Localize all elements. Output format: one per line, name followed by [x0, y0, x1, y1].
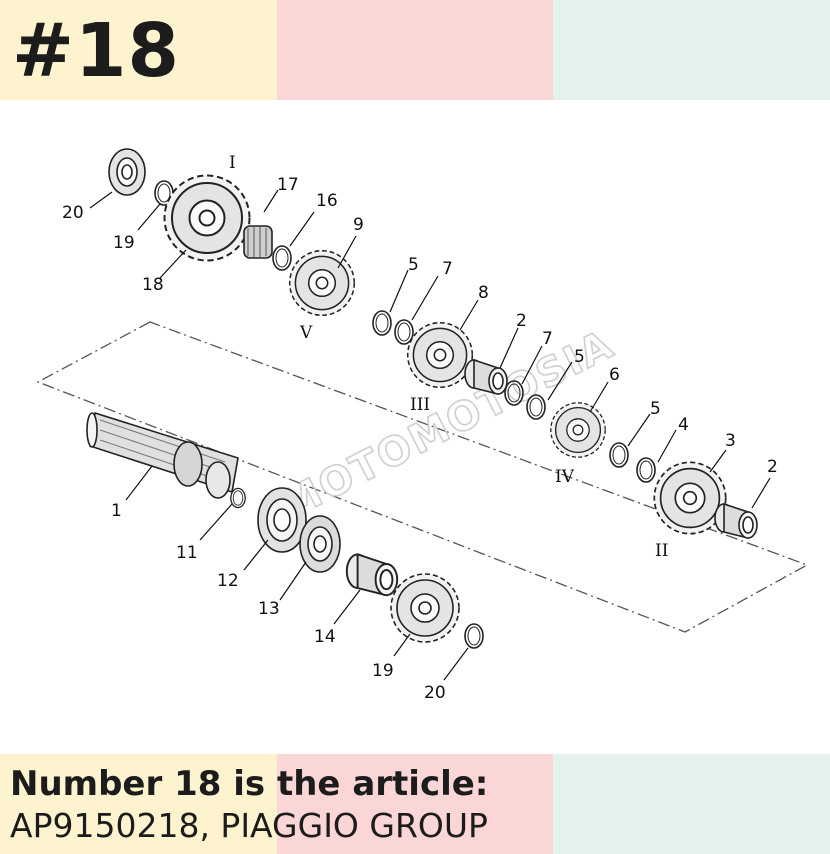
washer-15: [230, 487, 246, 509]
exploded-gearbox-diagram: MOTOMOTOSIA: [36, 148, 809, 703]
callout-14: 20: [62, 203, 84, 223]
footer-band: [0, 754, 830, 854]
callout-labels: 20 19 18 17 16 9 5 7 8 2 7 5 6 5 4 3 2 1…: [62, 175, 778, 703]
footer-band-mint: [553, 754, 830, 854]
leader-lines: [89, 189, 771, 681]
callout-18: 14: [314, 627, 336, 647]
callout-3: 3: [725, 431, 736, 451]
article-caption-code: AP9150218, PIAGGIO GROUP: [10, 806, 488, 845]
roman-label-IV: IV: [555, 467, 575, 487]
article-caption: Number 18 is the article: AP9150218, PIA…: [10, 762, 488, 846]
callout-16: 12: [217, 571, 239, 591]
circlip-5-c: [609, 442, 629, 468]
main-shaft: [86, 411, 239, 499]
callout-6: 6: [609, 365, 620, 385]
bearing-16: [257, 487, 307, 553]
callout-5-c: 5: [650, 399, 661, 419]
callout-2-a: 2: [516, 311, 527, 331]
callout-7-b: 7: [542, 329, 553, 349]
callout-8: 8: [478, 283, 489, 303]
callout-11: 17: [277, 175, 299, 195]
header-band: [0, 0, 830, 100]
washer-4: [636, 457, 656, 483]
header-band-mint: [553, 0, 830, 100]
roman-label-I: I: [229, 153, 236, 173]
gear-9: [288, 249, 356, 317]
gear-6: [550, 402, 606, 458]
part-number-title: #18: [12, 8, 180, 94]
assembly-outline: [36, 321, 809, 633]
gear-8: [406, 321, 474, 389]
callout-9: 9: [353, 215, 364, 235]
gear-12: [163, 174, 251, 262]
header-band-yellow: [0, 0, 277, 100]
callout-17: 13: [258, 599, 280, 619]
header-band-pink: [276, 0, 554, 100]
needle-bearing-11: [243, 225, 273, 259]
callout-20: 20: [424, 683, 446, 703]
callout-2-b: 2: [767, 457, 778, 477]
roman-label-II: II: [655, 541, 668, 561]
roman-label-III: III: [410, 395, 430, 415]
gear-19: [390, 573, 460, 643]
callout-5-a: 5: [408, 255, 419, 275]
roman-label-V: V: [299, 323, 313, 343]
washer-10: [272, 245, 292, 271]
callout-13: 19: [113, 233, 135, 253]
bearing-14: [108, 148, 146, 196]
circlip-20: [464, 623, 484, 649]
callout-7-a: 7: [442, 259, 453, 279]
washer-7-a: [394, 319, 414, 345]
callout-4: 4: [678, 415, 689, 435]
callout-19: 19: [372, 661, 394, 681]
callout-15: 11: [176, 543, 198, 563]
footer-band-pink: [276, 754, 554, 854]
footer-band-yellow: [0, 754, 277, 854]
bushing-18: [345, 553, 399, 597]
roman-labels: I V III IV II: [229, 153, 668, 561]
callout-12: 18: [142, 275, 164, 295]
callout-1: 1: [111, 501, 122, 521]
circlip-5-a: [372, 310, 392, 336]
article-caption-heading: Number 18 is the article:: [10, 764, 489, 804]
callout-10: 16: [316, 191, 338, 211]
bearing-17: [299, 515, 341, 573]
callout-5-b: 5: [574, 347, 585, 367]
